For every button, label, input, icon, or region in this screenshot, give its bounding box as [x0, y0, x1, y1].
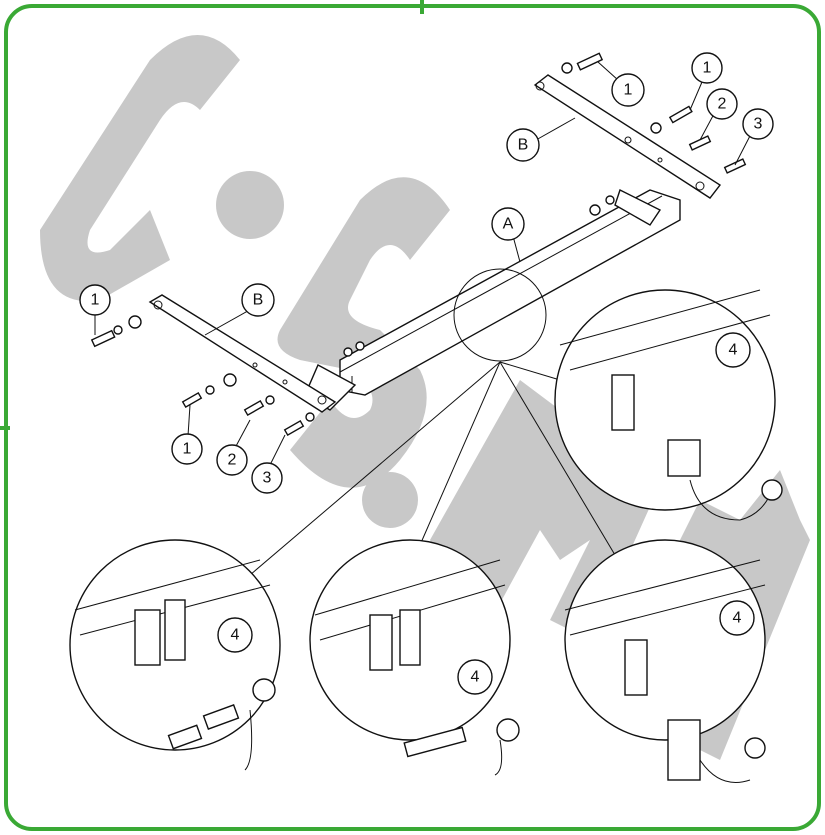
svg-text:4: 4: [729, 342, 738, 359]
detail-leader-lines: [249, 361, 616, 576]
bolts-right: [561, 52, 747, 216]
svg-text:3: 3: [263, 470, 272, 487]
detail-bottom-middle-parts: [403, 718, 520, 776]
svg-text:1: 1: [703, 60, 712, 77]
bolts-left: [90, 315, 365, 437]
detail-magnifier: [453, 268, 547, 362]
bracket-B-right: [533, 74, 722, 199]
callout-leaders: [94, 61, 753, 466]
detail-bottom-left: [69, 539, 281, 751]
svg-text:4: 4: [471, 669, 480, 686]
svg-text:1: 1: [91, 292, 100, 309]
svg-text:3: 3: [754, 116, 763, 133]
svg-text:B: B: [253, 292, 264, 309]
callout-3-left: 3: [251, 462, 283, 494]
callout-4-bottom-middle: 4: [457, 659, 493, 695]
svg-text:1: 1: [183, 441, 192, 458]
svg-text:2: 2: [228, 452, 237, 469]
callout-1-left-top: 1: [79, 284, 111, 316]
callout-1-right-top: 1: [611, 73, 645, 107]
callout-3-right: 3: [742, 108, 774, 140]
callout-A: A: [491, 207, 525, 241]
callout-2-left: 2: [216, 444, 248, 476]
callout-4-top-right: 4: [715, 332, 751, 368]
callout-4-bottom-right: 4: [719, 600, 755, 636]
svg-text:2: 2: [718, 96, 727, 113]
svg-text:4: 4: [733, 610, 742, 627]
callout-1-left-bottom: 1: [171, 433, 203, 465]
svg-text:1: 1: [624, 82, 633, 99]
callout-B-left: B: [241, 283, 275, 317]
svg-text:A: A: [503, 216, 514, 233]
detail-bottom-left-parts: [167, 678, 276, 771]
detail-bottom-right: [564, 539, 766, 783]
bracket-B-left: [148, 294, 337, 413]
detail-bottom-middle: [309, 539, 511, 741]
callout-2-right: 2: [706, 88, 738, 120]
callout-B-right: B: [506, 128, 540, 162]
callout-4-bottom-left: 4: [217, 617, 253, 653]
callout-1-right-side: 1: [691, 52, 723, 84]
crossbar-A: [304, 189, 681, 411]
svg-text:B: B: [518, 137, 529, 154]
svg-text:4: 4: [231, 627, 240, 644]
